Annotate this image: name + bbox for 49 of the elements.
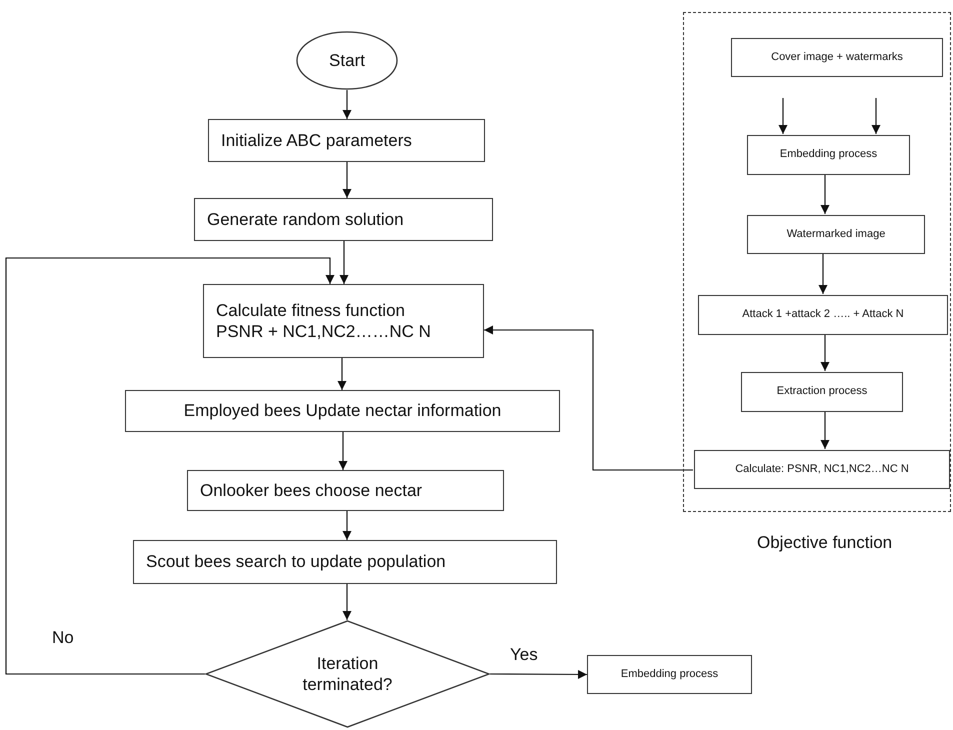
container-caption: Objective function xyxy=(757,533,892,553)
box-text: Iteration terminated? xyxy=(302,652,394,696)
box-text: Calculate fitness function xyxy=(216,300,405,321)
box-text: Extraction process xyxy=(776,385,868,399)
arrow xyxy=(5,257,334,675)
process-box xyxy=(203,284,484,358)
arrow xyxy=(818,253,828,294)
arrow xyxy=(820,174,830,214)
arrow xyxy=(490,670,587,679)
start-ellipse xyxy=(296,31,398,90)
box-text: Watermarked image xyxy=(786,228,886,242)
process-box xyxy=(194,198,493,241)
arrow xyxy=(342,584,352,620)
arrow xyxy=(820,411,830,449)
arrow xyxy=(338,432,348,470)
box-text: Onlooker bees choose nectar xyxy=(200,480,422,502)
box-text: Initialize ABC parameters xyxy=(221,130,412,152)
process-box xyxy=(731,38,943,77)
box-text: Attack 1 +attack 2 ….. + Attack N xyxy=(742,308,904,322)
box-text: Employed bees Update nectar information xyxy=(184,400,502,422)
arrow xyxy=(342,90,352,119)
arrow xyxy=(484,326,693,471)
arrow xyxy=(342,162,352,198)
process-box xyxy=(698,295,948,335)
arrow xyxy=(340,241,348,284)
dashed-container xyxy=(683,12,951,512)
process-box xyxy=(133,540,557,584)
box-text: Generate random solution xyxy=(207,208,404,230)
box-text: Cover image + watermarks xyxy=(771,50,903,64)
process-box xyxy=(187,470,504,511)
process-box xyxy=(747,215,925,254)
process-box xyxy=(741,372,903,412)
arrow xyxy=(820,334,830,371)
process-box xyxy=(587,655,752,694)
box-text: Scout bees search to update population xyxy=(146,551,446,573)
process-box xyxy=(208,119,485,162)
box-text: Calculate: PSNR, NC1,NC2…NC N xyxy=(735,462,909,476)
arrow xyxy=(872,98,880,134)
arrow xyxy=(342,511,352,540)
box-text: PSNR + NC1,NC2……NC N xyxy=(216,321,431,342)
process-box xyxy=(125,390,560,432)
arrow xyxy=(338,358,346,390)
arrow xyxy=(778,98,788,134)
box-text: Embedding process xyxy=(780,148,878,162)
decision-diamond xyxy=(205,620,490,728)
process-box xyxy=(747,135,910,175)
process-box xyxy=(694,450,950,489)
box-text: Start xyxy=(329,50,365,72)
box-text: Embedding process xyxy=(620,668,718,682)
